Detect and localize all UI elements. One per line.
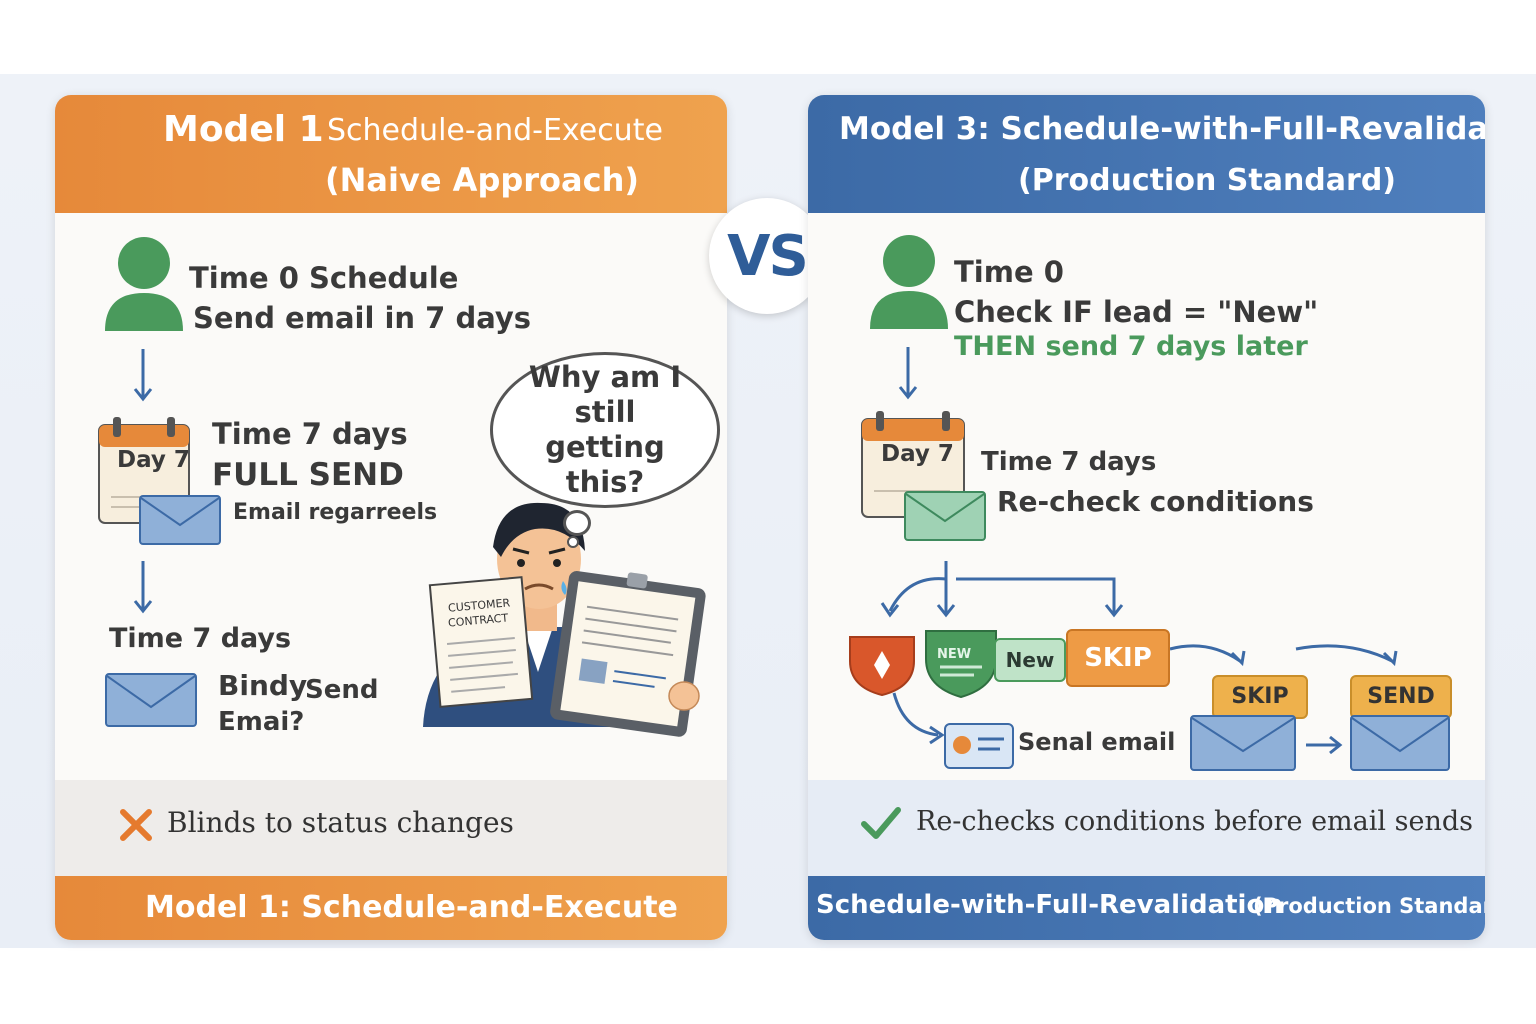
contract-document-icon bbox=[428, 576, 534, 708]
left-step3-line2b: Send bbox=[305, 675, 379, 705]
check-icon bbox=[861, 807, 901, 839]
envelope-icon bbox=[105, 673, 197, 727]
new-status-tag-label: New bbox=[1005, 648, 1055, 672]
envelope-icon bbox=[139, 495, 221, 545]
left-step2-line1: Time 7 days bbox=[212, 417, 408, 451]
send-envelope-tag: SEND bbox=[1350, 675, 1452, 719]
skip-main-tag: SKIP bbox=[1066, 629, 1170, 687]
skip-main-tag-label: SKIP bbox=[1084, 643, 1152, 673]
down-arrow-icon bbox=[898, 347, 918, 400]
red-shield-icon bbox=[849, 636, 915, 697]
right-step1-line2: Check IF lead = "New" bbox=[954, 295, 1319, 329]
skip-envelope-tag-label: SKIP bbox=[1231, 684, 1289, 709]
envelope-icon bbox=[1190, 715, 1296, 771]
left-step1-line1: Time 0 Schedule bbox=[189, 261, 459, 295]
down-arrow-icon bbox=[133, 349, 153, 402]
down-arrow-icon bbox=[133, 561, 153, 614]
tablet-document-icon bbox=[550, 571, 706, 737]
decision-flow-arrows bbox=[880, 561, 1398, 755]
model-1-header-prefix: Model 1 bbox=[163, 109, 324, 150]
thought-dot-small bbox=[567, 536, 579, 548]
model-1-result-text: Blinds to status changes bbox=[167, 806, 514, 839]
model-1-header-title: Schedule-and-Execute bbox=[327, 113, 663, 148]
vs-badge: VS bbox=[709, 198, 825, 314]
model-3-footer-small: (Production Standar) bbox=[1253, 894, 1485, 918]
model-3-header-line1: Model 3: Schedule-with-Full-Revalidation bbox=[839, 111, 1485, 147]
speech-bubble-text: Why am I still getting this? bbox=[528, 360, 682, 499]
model-3-header: Model 3: Schedule-with-Full-Revalidation… bbox=[808, 95, 1485, 213]
right-step1-line1: Time 0 bbox=[954, 255, 1064, 289]
email-card-icon bbox=[944, 723, 1014, 769]
model-3-footer-main: Schedule-with-Full-Revalidation bbox=[816, 890, 1283, 920]
right-step2-line1: Time 7 days bbox=[981, 447, 1157, 477]
left-step3-line1: Time 7 days bbox=[109, 623, 292, 654]
left-step3-line2a: Bindy bbox=[218, 669, 308, 702]
envelope-icon bbox=[904, 491, 986, 541]
left-calendar-label: Day 7 bbox=[117, 447, 190, 473]
model-3-result-text: Re-checks conditions before email sends bbox=[916, 806, 1473, 837]
green-shield-label: NEW bbox=[937, 647, 972, 662]
send-email-label: Senal email bbox=[1018, 728, 1176, 756]
send-envelope-tag-label: SEND bbox=[1367, 684, 1435, 709]
right-step2-line2: Re-check conditions bbox=[997, 485, 1314, 518]
speech-bubble: Why am I still getting this? bbox=[490, 352, 720, 508]
thought-dot-large bbox=[563, 510, 591, 536]
envelope-icon bbox=[1350, 715, 1450, 771]
user-icon bbox=[105, 237, 183, 331]
model-1-panel: Model 1 Schedule-and-Execute (Naive Appr… bbox=[55, 95, 727, 940]
model-1-footer: Model 1: Schedule-and-Execute bbox=[55, 876, 727, 940]
user-icon bbox=[870, 235, 948, 329]
model-1-header-subtitle: (Naive Approach) bbox=[325, 161, 639, 199]
model-3-panel: Model 3: Schedule-with-Full-Revalidation… bbox=[808, 95, 1485, 940]
model-3-result-band: Re-checks conditions before email sends bbox=[808, 780, 1485, 876]
cross-icon bbox=[120, 809, 152, 841]
vs-label: VS bbox=[727, 223, 809, 289]
model-3-header-line2: (Production Standard) bbox=[1018, 163, 1397, 198]
hand-icon bbox=[668, 681, 700, 711]
new-status-tag: New bbox=[994, 638, 1066, 682]
model-3-footer: Schedule-with-Full-Revalidation (Product… bbox=[808, 876, 1485, 940]
green-shield-icon bbox=[925, 630, 997, 699]
left-step2-line3: Email regarreels bbox=[233, 500, 438, 525]
model-1-footer-text: Model 1: Schedule-and-Execute bbox=[145, 890, 678, 925]
left-step3-line3: Emai? bbox=[218, 707, 305, 737]
model-1-result-band: Blinds to status changes bbox=[55, 780, 727, 876]
model-1-header: Model 1 Schedule-and-Execute (Naive Appr… bbox=[55, 95, 727, 213]
right-calendar-label: Day 7 bbox=[881, 441, 954, 467]
left-step1-line2: Send email in 7 days bbox=[193, 301, 532, 335]
right-step1-line3: THEN send 7 days later bbox=[954, 331, 1308, 362]
left-step2-line2: FULL SEND bbox=[212, 457, 404, 493]
skip-envelope-tag: SKIP bbox=[1212, 675, 1308, 719]
